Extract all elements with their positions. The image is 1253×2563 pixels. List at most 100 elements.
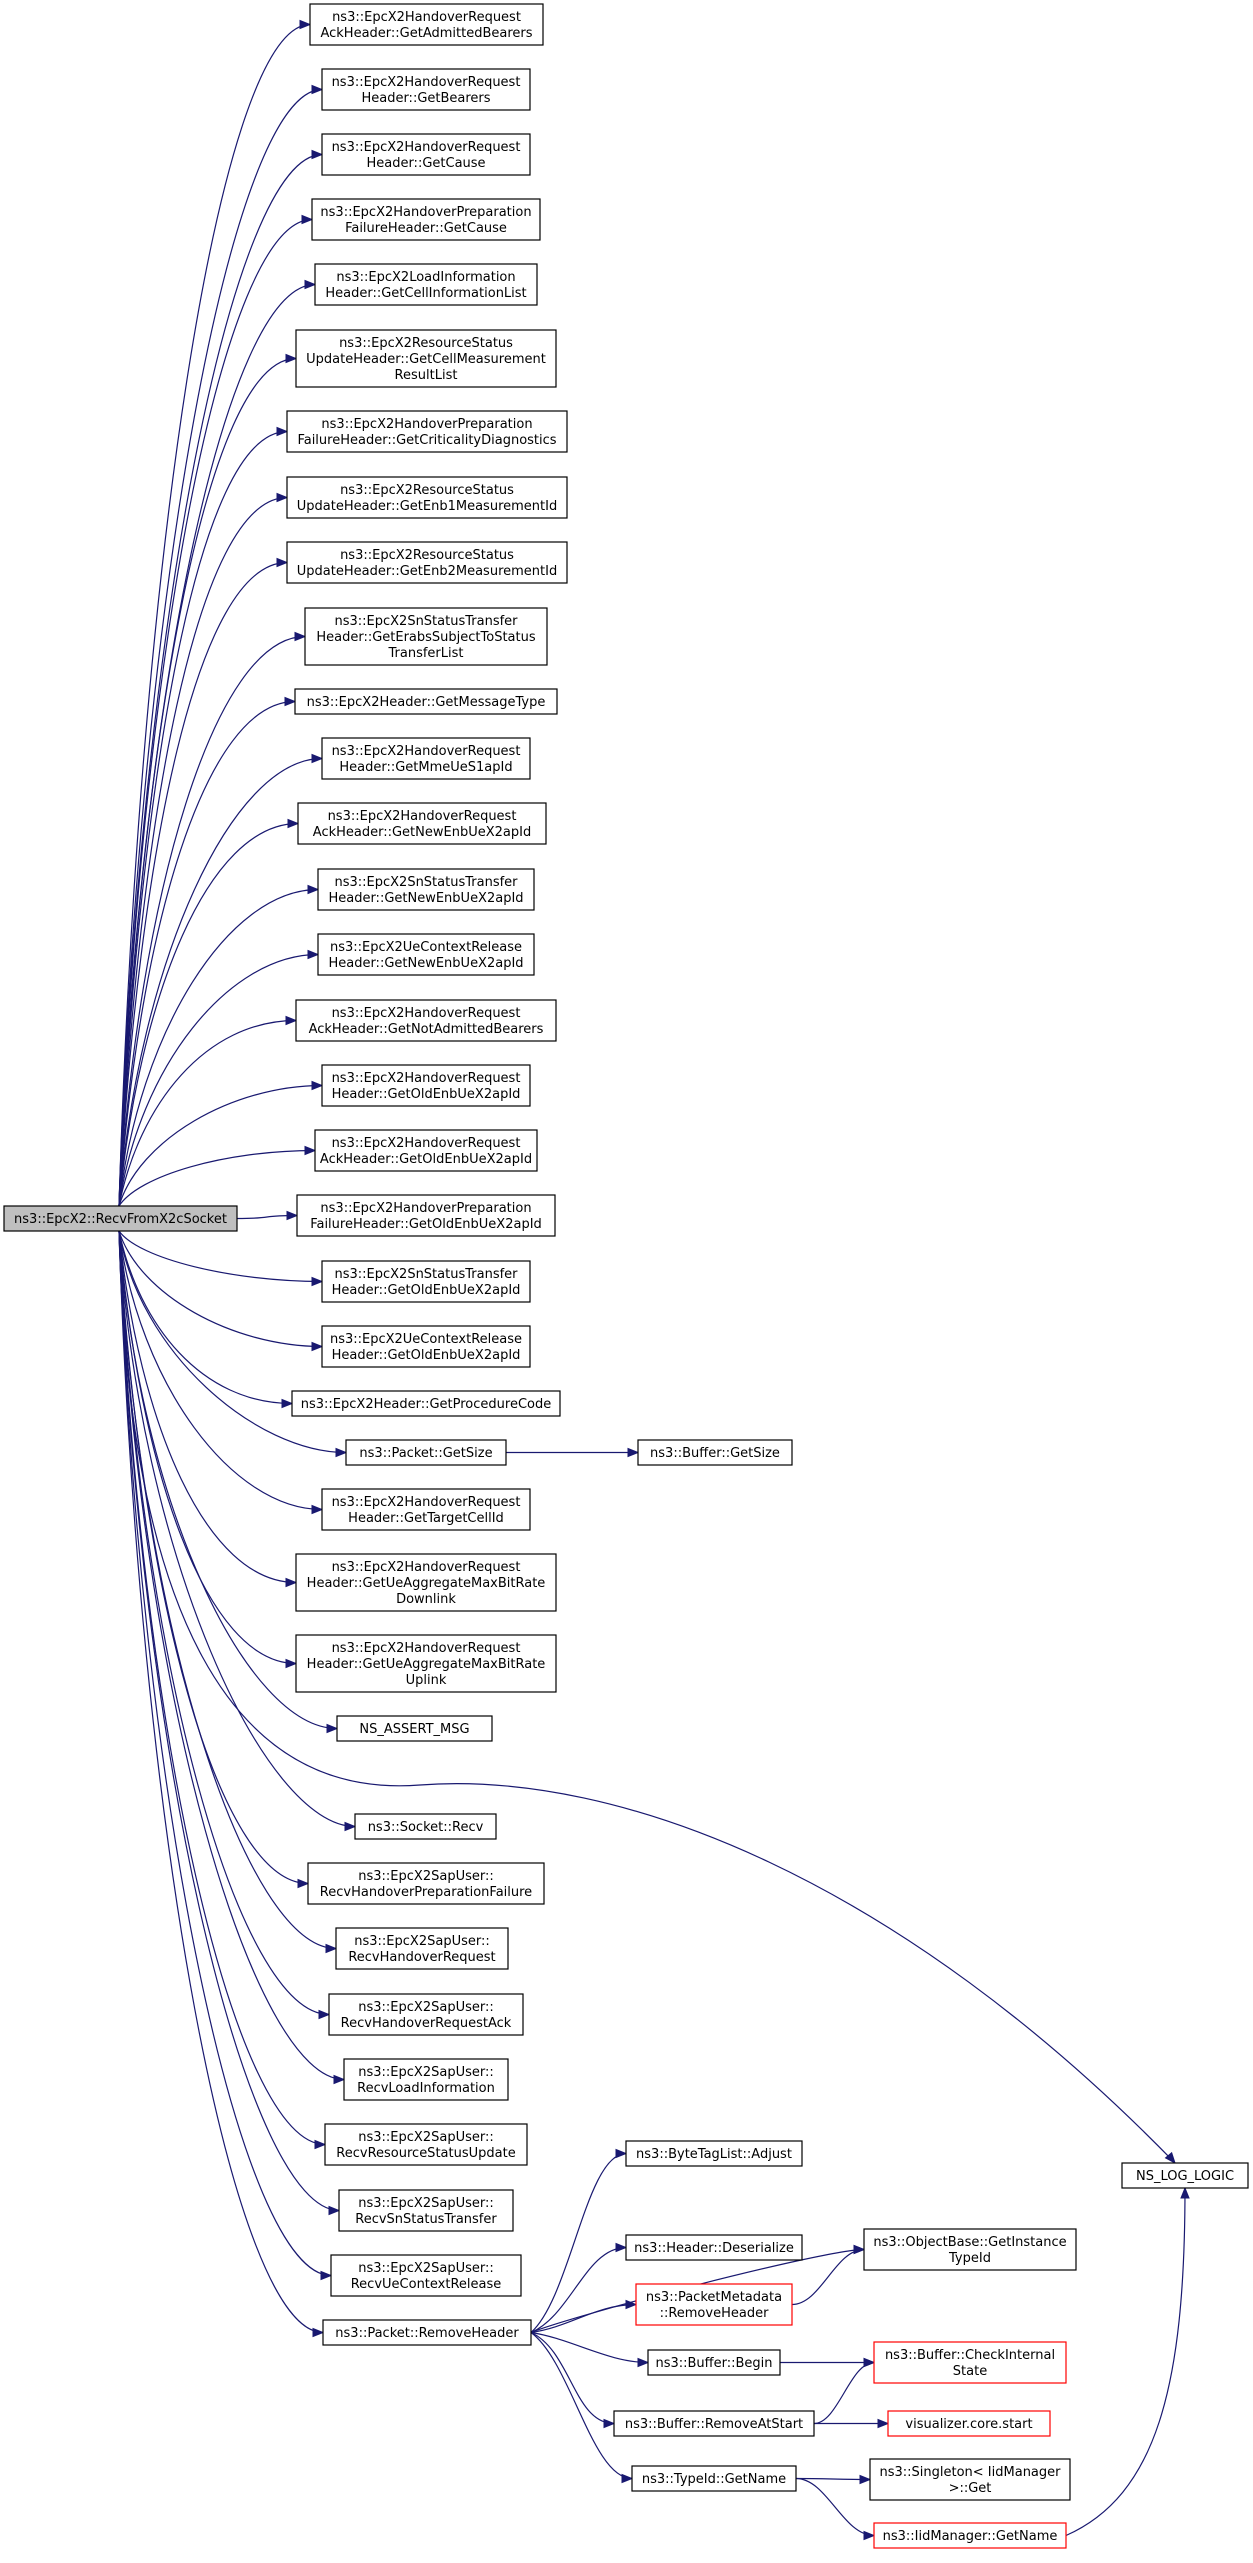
function-node[interactable]: ns3::EpcX2HandoverRequestHeader::GetBear… bbox=[321, 68, 531, 111]
node-label: UpdateHeader::GetEnb2MeasurementId bbox=[297, 564, 557, 579]
function-node[interactable]: visualizer.core.start bbox=[887, 2410, 1051, 2437]
node-box bbox=[309, 3, 544, 46]
edge bbox=[118, 1230, 323, 1283]
function-node[interactable]: ns3::EpcX2ResourceStatusUpdateHeader::Ge… bbox=[286, 541, 568, 584]
edge bbox=[118, 1230, 1176, 2164]
function-node[interactable]: ns3::EpcX2UeContextReleaseHeader::GetOld… bbox=[321, 1325, 531, 1368]
node-box bbox=[304, 607, 548, 666]
function-node[interactable]: ns3::EpcX2HandoverRequestHeader::GetUeAg… bbox=[295, 1553, 557, 1612]
edge-arrowhead bbox=[311, 1276, 324, 1287]
root-node[interactable]: ns3::EpcX2::RecvFromX2cSocket bbox=[3, 1205, 238, 1232]
function-node[interactable]: ns3::EpcX2HandoverRequestHeader::GetTarg… bbox=[321, 1488, 531, 1531]
function-node[interactable]: ns3::ByteTagList::Adjust bbox=[625, 2140, 803, 2167]
node-label: Header::GetBearers bbox=[361, 91, 490, 106]
node-label: ns3::EpcX2HandoverRequest bbox=[332, 1641, 521, 1656]
node-box bbox=[321, 68, 531, 111]
node-label: ns3::Singleton< IidManager bbox=[879, 2465, 1061, 2480]
node-box bbox=[343, 2058, 509, 2101]
function-node[interactable]: ns3::Header::Deserialize bbox=[625, 2234, 803, 2261]
edge-arrowhead bbox=[281, 1398, 294, 1409]
edge-arrowhead bbox=[287, 818, 300, 829]
edge bbox=[118, 1230, 323, 1348]
function-node[interactable]: ns3::Buffer::GetSize bbox=[637, 1439, 793, 1466]
edge bbox=[530, 2331, 649, 2364]
function-node[interactable]: ns3::Packet::RemoveHeader bbox=[322, 2319, 532, 2346]
function-node[interactable]: ns3::EpcX2HandoverRequestHeader::GetUeAg… bbox=[295, 1634, 557, 1693]
edge-arrowhead bbox=[276, 426, 289, 437]
function-node[interactable]: ns3::Buffer::Begin bbox=[647, 2349, 781, 2376]
edge bbox=[530, 2331, 615, 2425]
function-node[interactable]: ns3::EpcX2HandoverRequestAckHeader::GetN… bbox=[295, 999, 557, 1042]
edge-arrowhead bbox=[311, 753, 324, 764]
edge bbox=[118, 1230, 356, 1828]
function-node[interactable]: ns3::EpcX2HandoverRequestAckHeader::GetA… bbox=[309, 3, 544, 46]
function-node[interactable]: ns3::EpcX2SapUser::RecvHandoverRequest bbox=[335, 1927, 509, 1970]
function-node[interactable]: ns3::EpcX2SapUser::RecvLoadInformation bbox=[343, 2058, 509, 2101]
node-box bbox=[317, 933, 535, 976]
edge bbox=[118, 822, 299, 1207]
node-box bbox=[328, 1993, 524, 2036]
function-node[interactable]: ns3::EpcX2HandoverRequestHeader::GetOldE… bbox=[321, 1064, 531, 1107]
function-node[interactable]: ns3::EpcX2HandoverRequestHeader::GetCaus… bbox=[321, 133, 531, 176]
function-node[interactable]: ns3::EpcX2SapUser::RecvHandoverRequestAc… bbox=[328, 1993, 524, 2036]
node-label: Header::GetOldEnbUeX2apId bbox=[332, 1087, 521, 1102]
node-box bbox=[647, 2349, 781, 2376]
function-node[interactable]: ns3::Singleton< IidManager >::Get bbox=[869, 2458, 1071, 2501]
function-node[interactable]: ns3::EpcX2SapUser::RecvResourceStatusUpd… bbox=[324, 2123, 528, 2166]
function-node[interactable]: ns3::Buffer::RemoveAtStart bbox=[613, 2410, 815, 2437]
function-node[interactable]: ns3::EpcX2Header::GetMessageType bbox=[294, 688, 558, 715]
function-node[interactable]: ns3::EpcX2ResourceStatusUpdateHeader::Ge… bbox=[295, 329, 557, 388]
node-box bbox=[294, 688, 558, 715]
function-node[interactable]: ns3::EpcX2HandoverRequestHeader::GetMmeU… bbox=[321, 737, 531, 780]
function-node[interactable]: NS_ASSERT_MSG bbox=[336, 1715, 493, 1742]
function-node[interactable]: ns3::EpcX2HandoverPreparationFailureHead… bbox=[296, 1194, 556, 1237]
node-label: >::Get bbox=[949, 2481, 992, 2496]
function-node[interactable]: ns3::EpcX2HandoverPreparationFailureHead… bbox=[311, 198, 541, 241]
node-label: ns3::IidManager::GetName bbox=[883, 2529, 1058, 2544]
function-node[interactable]: ns3::EpcX2HandoverRequestAckHeader::GetN… bbox=[297, 802, 547, 845]
node-label: ns3::Buffer::GetSize bbox=[650, 1446, 780, 1461]
function-node[interactable]: ns3::TypeId::GetName bbox=[631, 2465, 797, 2492]
node-label: ns3::EpcX2SnStatusTransfer bbox=[334, 875, 518, 890]
function-node[interactable]: ns3::EpcX2SapUser::RecvHandoverPreparati… bbox=[307, 1862, 545, 1905]
node-label: ns3::EpcX2HandoverRequest bbox=[332, 1006, 521, 1021]
function-node[interactable]: ns3::EpcX2SapUser::RecvSnStatusTransfer bbox=[338, 2189, 514, 2232]
function-node[interactable]: ns3::PacketMetadata::RemoveHeader bbox=[635, 2283, 793, 2326]
node-box bbox=[322, 2319, 532, 2346]
node-label: ns3::EpcX2HandoverPreparation bbox=[320, 1201, 531, 1216]
function-node[interactable]: NS_LOG_LOGIC bbox=[1121, 2162, 1249, 2189]
edge bbox=[118, 953, 319, 1207]
edge-arrowhead bbox=[285, 1658, 298, 1669]
node-box bbox=[321, 1325, 531, 1368]
edge-arrowhead bbox=[314, 2139, 327, 2150]
function-node[interactable]: ns3::IidManager::GetName bbox=[873, 2522, 1067, 2549]
node-label: State bbox=[953, 2364, 987, 2379]
function-node[interactable]: ns3::EpcX2LoadInformationHeader::GetCell… bbox=[314, 263, 538, 306]
function-node[interactable]: ns3::EpcX2ResourceStatusUpdateHeader::Ge… bbox=[286, 476, 568, 519]
function-node[interactable]: ns3::Packet::GetSize bbox=[345, 1439, 507, 1466]
node-box bbox=[625, 2234, 803, 2261]
function-node[interactable]: ns3::EpcX2SnStatusTransferHeader::GetNew… bbox=[317, 868, 535, 911]
function-node[interactable]: ns3::EpcX2SnStatusTransferHeader::GetOld… bbox=[321, 1260, 531, 1303]
edge-arrowhead bbox=[286, 1210, 299, 1221]
node-box bbox=[324, 2123, 528, 2166]
edge bbox=[118, 1230, 323, 1511]
edge bbox=[118, 1230, 330, 2016]
node-label: ns3::EpcX2ResourceStatus bbox=[340, 483, 514, 498]
function-node[interactable]: ns3::EpcX2SnStatusTransferHeader::GetEra… bbox=[304, 607, 548, 666]
function-node[interactable]: ns3::EpcX2HandoverRequestAckHeader::GetO… bbox=[314, 1129, 538, 1172]
function-node[interactable]: ns3::EpcX2Header::GetProcedureCode bbox=[291, 1390, 561, 1417]
node-box bbox=[335, 1927, 509, 1970]
node-box bbox=[321, 1260, 531, 1303]
edge-arrowhead bbox=[311, 149, 324, 160]
function-node[interactable]: ns3::EpcX2HandoverPreparationFailureHead… bbox=[286, 410, 568, 453]
function-node[interactable]: ns3::Socket::Recv bbox=[354, 1813, 497, 1840]
node-label: UpdateHeader::GetEnb1MeasurementId bbox=[297, 499, 557, 514]
node-box bbox=[286, 410, 568, 453]
node-box bbox=[297, 802, 547, 845]
function-node[interactable]: ns3::EpcX2SapUser::RecvUeContextRelease bbox=[330, 2254, 522, 2297]
edge-arrowhead bbox=[877, 2418, 890, 2429]
function-node[interactable]: ns3::EpcX2UeContextReleaseHeader::GetNew… bbox=[317, 933, 535, 976]
